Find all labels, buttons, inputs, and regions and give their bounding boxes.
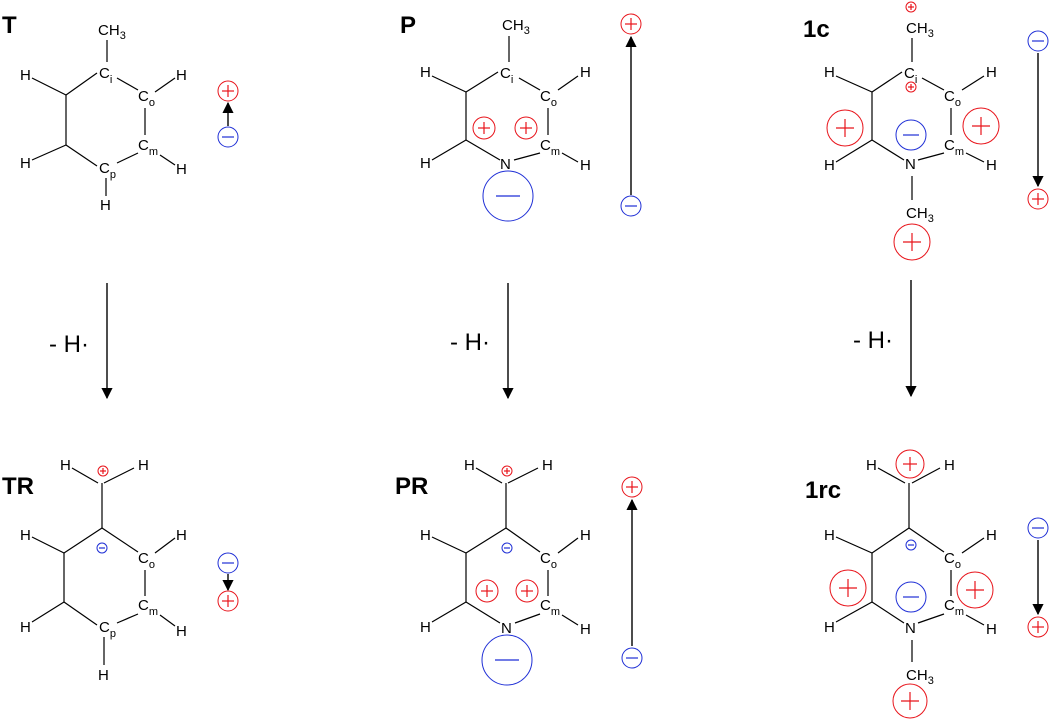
hydrogen: H [580,621,591,638]
molecule-P: P CH3 Ci Co Cm N H H H H [400,12,642,222]
dipole-T [217,80,239,148]
hydrogen: H [580,64,591,81]
methyl-group: CH3 [906,667,934,687]
hydrogen: H [420,64,431,81]
hydrogen: H [542,457,553,474]
methyl-group: CH3 [502,17,530,37]
hydrogen: H [100,197,111,214]
atom-cm: Cm [138,137,158,158]
label-P: P [400,12,416,39]
hydrogen: H [176,527,187,544]
hydrogen: H [60,457,71,474]
label-TR: TR [2,473,34,500]
molecule-1rc: 1rc H H Co Cm N H H H H CH3 [805,449,1049,719]
dipole-TR [217,552,239,612]
hydrogen: H [98,667,109,684]
hydrogen: H [176,161,187,178]
molecule-1c: 1c CH3 Ci Co Cm N H H H H CH3 [803,1,1049,261]
dipole-1rc [1027,517,1049,638]
molecule-PR: PR H H Co Cm N H H H H [395,457,643,686]
hydrogen: H [580,157,591,174]
methyl-group: CH3 [98,22,126,42]
hydrogen: H [138,457,149,474]
hydrogen: H [866,457,877,474]
atom-co: Co [138,550,155,571]
hydrogen: H [20,155,31,172]
dipole-P [620,13,642,217]
hydrogen: H [20,67,31,84]
atom-co: Co [944,88,961,109]
atom-co: Co [540,550,557,571]
hydrogen: H [986,64,997,81]
label-1c: 1c [803,16,830,43]
atom-ci: Ci [904,65,917,86]
hydrogen: H [986,157,997,174]
hydrogen: H [580,527,591,544]
hydrogen: H [824,157,835,174]
atom-ci: Ci [500,65,513,86]
hydrogen: H [986,527,997,544]
label-PR: PR [395,473,428,500]
hydrogen: H [420,619,431,636]
molecule-T: T CH3 Ci Co Cm Cp H H H H H [2,12,239,214]
atom-n: N [501,620,512,637]
hydrogen: H [176,67,187,84]
atom-co: Co [138,88,155,109]
atom-cm: Cm [944,597,964,618]
atom-cm: Cm [944,137,964,158]
label-T: T [2,12,17,39]
hydrogen: H [20,527,31,544]
hydrogen: H [420,155,431,172]
methyl-group: CH3 [906,205,934,225]
atom-n: N [500,156,511,173]
hydrogen: H [176,623,187,640]
dipole-1c [1027,30,1049,210]
hydrogen: H [464,457,475,474]
atom-n: N [905,620,916,637]
step-label-right: - H· [853,327,893,354]
molecule-TR: TR H H Co Cm Cp H H H H H [2,457,239,684]
atom-cp: Cp [99,160,116,181]
label-1rc: 1rc [805,477,841,504]
step-label-left: - H· [49,331,89,358]
hydrogen: H [986,621,997,638]
atom-co: Co [944,550,961,571]
hydrogen: H [944,457,955,474]
hydrogen: H [20,619,31,636]
reaction-arrows: - H· - H· - H· [49,280,917,400]
hydrogen: H [824,619,835,636]
hydrogen: H [824,527,835,544]
hydrogen: H [824,64,835,81]
methyl-group: CH3 [906,20,934,40]
atom-cm: Cm [138,597,158,618]
dipole-PR [621,476,643,669]
atom-co: Co [540,88,557,109]
atom-ci: Ci [99,65,112,86]
atom-cm: Cm [540,597,560,618]
atom-n: N [905,156,916,173]
atom-cm: Cm [540,137,560,158]
hydrogen: H [420,527,431,544]
atom-cp: Cp [99,619,116,640]
step-label-middle: - H· [450,329,490,356]
